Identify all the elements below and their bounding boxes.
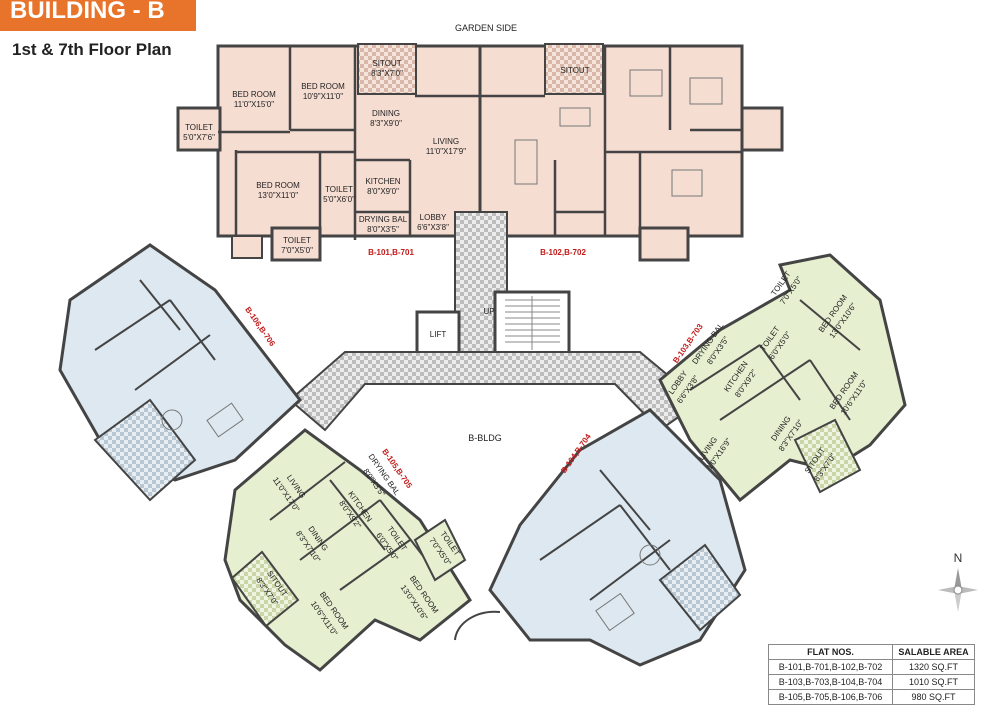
flat-nos-cell: B-105,B-705,B-106,B-706 bbox=[768, 689, 893, 705]
flat-b102-toilet-bottom bbox=[638, 226, 690, 262]
flat-b104: B-104,B-704 bbox=[488, 408, 747, 667]
compass-icon: N bbox=[938, 551, 978, 612]
stair-treads bbox=[505, 296, 560, 350]
flat-b103: B-103,B-703 bbox=[658, 253, 907, 503]
bed-sketch-2 bbox=[689, 77, 723, 105]
area-cell: 980 SQ.FT bbox=[892, 689, 975, 705]
top-toilet1-dim: 5'0"X7'6" bbox=[183, 133, 215, 142]
col-salable-area: SALABLE AREA bbox=[892, 644, 975, 660]
area-cell: 1010 SQ.FT bbox=[892, 674, 975, 690]
b104-bed-sketch bbox=[595, 592, 635, 632]
lift-shaft bbox=[415, 310, 461, 356]
sofa-sketch bbox=[514, 139, 538, 185]
floor-plan-title: 1st & 7th Floor Plan bbox=[12, 40, 172, 59]
flat-b102-outline bbox=[478, 44, 744, 238]
top-bed1-dim: 11'0"X15'0" bbox=[234, 100, 274, 109]
top-kitchen-dim: 8'0"X9'0" bbox=[367, 187, 399, 196]
flat-label-b102: B-102,B-702 bbox=[540, 248, 586, 257]
lift-label: LIFT bbox=[430, 330, 447, 339]
flat-b106: B-106,B-706 bbox=[58, 243, 303, 502]
flat-b101-toilet-bottom bbox=[270, 226, 322, 262]
flat-b106-sitout bbox=[93, 398, 197, 502]
table-row: B-101,B-701,B-102,B-702 1320 SQ.FT bbox=[768, 659, 975, 675]
garden-side-label: GARDEN SIDE bbox=[455, 23, 517, 33]
top-toilet3-dim: 7'0"X5'0" bbox=[281, 246, 313, 255]
top-bed2-dim: 10'9"X11'0" bbox=[303, 92, 343, 101]
flat-b105-toilet2 bbox=[413, 518, 467, 582]
table-row: B-105,B-705,B-106,B-706 980 SQ.FT bbox=[768, 689, 975, 705]
top-bed3-dim: 13'0"X11'0" bbox=[258, 191, 298, 200]
b104-table-sketch bbox=[639, 544, 661, 566]
top-bed3-name: BED ROOM bbox=[256, 181, 300, 190]
table-row: B-103,B-703,B-104,B-704 1010 SQ.FT bbox=[768, 674, 975, 690]
flat-b102-walls bbox=[480, 46, 742, 236]
flat-b101-balcony bbox=[231, 235, 263, 259]
building-title: BUILDING - B bbox=[10, 0, 165, 24]
top-toilet3-name: TOILET bbox=[283, 236, 311, 245]
dining-table-sketch bbox=[559, 107, 591, 127]
b-bldg-label: B-BLDG bbox=[468, 433, 502, 443]
flat-b102-sitout bbox=[544, 43, 604, 95]
top-toilet1-name: TOILET bbox=[185, 123, 213, 132]
flat-b101-sitout bbox=[357, 43, 417, 95]
stair-up-label: UP bbox=[483, 307, 494, 316]
salable-area-table: FLAT NOS. SALABLE AREA B-101,B-701,B-102… bbox=[768, 644, 975, 705]
top-kitchen-name: KITCHEN bbox=[365, 177, 400, 186]
entrance-arc bbox=[454, 610, 501, 641]
flat-nos-cell: B-103,B-703,B-104,B-704 bbox=[768, 674, 893, 690]
top-wing bbox=[176, 43, 784, 363]
north-compass: N bbox=[936, 550, 980, 619]
flat-b104-walls bbox=[539, 469, 671, 601]
flat-b102-toilet-bay bbox=[740, 106, 784, 152]
top-lobby-dim: 6'6"X3'8" bbox=[417, 223, 449, 232]
top-bed2-name: BED ROOM bbox=[301, 82, 345, 91]
top-bed1-name: BED ROOM bbox=[232, 90, 276, 99]
flat-b101-outline bbox=[216, 44, 482, 238]
top-sitout-dim: 8'3"X7'0" bbox=[371, 69, 403, 78]
top-toilet2-dim: 5'0"X6'0" bbox=[323, 195, 355, 204]
building-title-banner: BUILDING - B bbox=[0, 0, 196, 31]
top-living-name: LIVING bbox=[433, 137, 459, 146]
flat-nos-cell: B-101,B-701,B-102,B-702 bbox=[768, 659, 893, 675]
flat-label-b101: B-101,B-701 bbox=[368, 248, 414, 257]
col-flat-nos: FLAT NOS. bbox=[768, 644, 893, 660]
top-toilet2-name: TOILET bbox=[325, 185, 353, 194]
top-sitout2-name: SITOUT bbox=[560, 66, 589, 75]
flat-b101-walls bbox=[218, 46, 480, 240]
bed-sketch-1 bbox=[629, 69, 663, 97]
north-label: N bbox=[954, 551, 963, 565]
b106-table-sketch bbox=[161, 409, 183, 431]
flat-b104-sitout bbox=[658, 543, 742, 632]
flat-b105-walls bbox=[269, 461, 431, 591]
core: LIFT UP bbox=[415, 290, 571, 356]
flat-b103-walls bbox=[689, 299, 861, 421]
top-dining-name: DINING bbox=[372, 109, 400, 118]
top-wing-labels: BED ROOM 11'0"X15'0" BED ROOM 10'9"X11'0… bbox=[183, 59, 590, 257]
bed-sketch-3 bbox=[671, 169, 703, 197]
flat-b103-sitout bbox=[793, 418, 862, 494]
top-drying-dim: 8'0"X3'5" bbox=[367, 225, 399, 234]
b106-sofa-sketch bbox=[206, 402, 244, 438]
top-lobby-name: LOBBY bbox=[420, 213, 447, 222]
flat-b105: B-105,B-705 bbox=[223, 428, 472, 672]
top-drying-name: DRYING BAL bbox=[359, 215, 408, 224]
top-sitout-name: SITOUT bbox=[372, 59, 401, 68]
area-cell: 1320 SQ.FT bbox=[892, 659, 975, 675]
top-living-dim: 11'0"X17'9" bbox=[426, 147, 466, 156]
flat-b106-walls bbox=[94, 279, 216, 391]
top-dining-dim: 8'3"X9'0" bbox=[370, 119, 402, 128]
flat-b101-toilet-bay bbox=[176, 106, 222, 152]
flat-b105-sitout bbox=[230, 550, 300, 628]
